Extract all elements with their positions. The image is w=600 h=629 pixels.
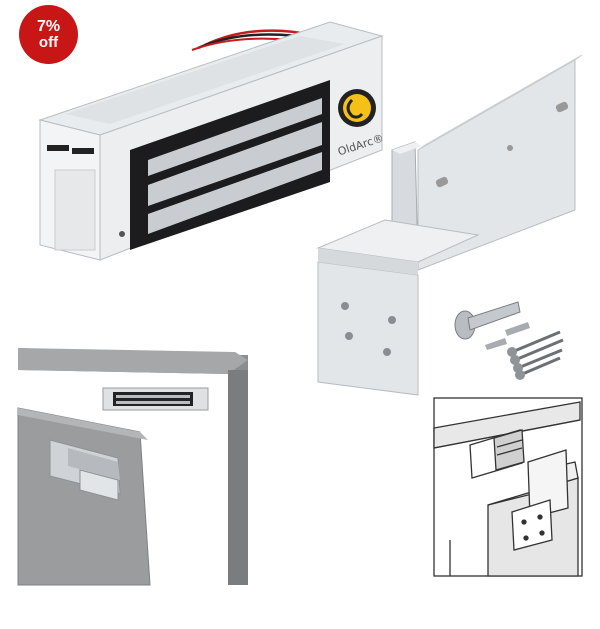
door-installation-scene	[17, 348, 248, 586]
screws	[454, 301, 564, 380]
zl-bracket	[316, 54, 583, 396]
magnetic-lock: OldArc®	[38, 21, 385, 261]
installation-line-drawing	[433, 397, 583, 577]
discount-percent: 7%	[36, 17, 61, 35]
discount-badge: 7% off	[19, 5, 78, 64]
discount-label: off	[38, 34, 59, 51]
